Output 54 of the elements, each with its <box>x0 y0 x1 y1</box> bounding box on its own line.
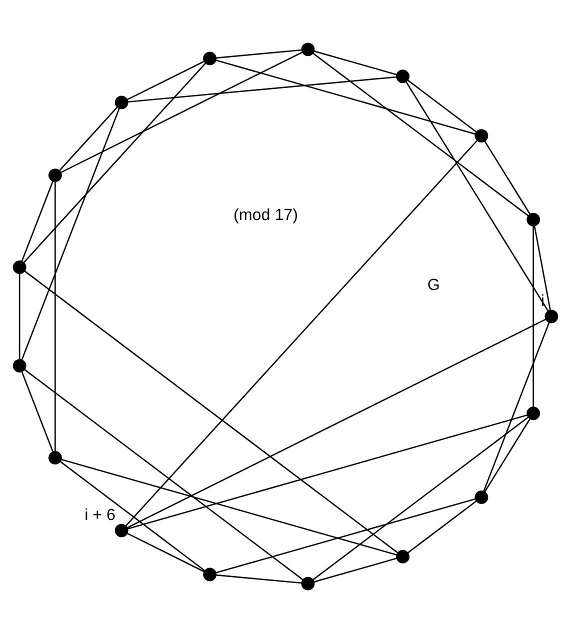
connector <box>21 370 54 452</box>
connector <box>216 498 476 573</box>
node-circle <box>48 168 62 182</box>
node-circle <box>301 576 315 590</box>
connector <box>484 418 530 492</box>
node-circle <box>396 69 410 83</box>
label: G <box>427 275 440 294</box>
node-circle <box>114 523 128 537</box>
connector <box>54 181 56 451</box>
node-circle <box>48 450 62 464</box>
connector <box>312 52 529 216</box>
connector <box>126 140 478 526</box>
connector <box>23 62 206 262</box>
connector <box>127 532 205 572</box>
node-circle <box>301 42 315 56</box>
connector <box>127 60 205 100</box>
label: (mod 17) <box>234 205 298 224</box>
node-circle <box>12 260 26 274</box>
connector <box>216 59 476 134</box>
connector <box>534 225 551 310</box>
connector <box>406 81 549 311</box>
connector <box>21 180 54 261</box>
connector <box>216 574 302 584</box>
connector <box>532 226 534 407</box>
connector <box>24 368 304 580</box>
connector <box>408 79 477 132</box>
node-circle <box>526 212 540 226</box>
connector <box>18 272 20 359</box>
node-circle <box>12 358 26 372</box>
node-circle <box>396 549 410 563</box>
node-circle <box>203 51 217 65</box>
connector <box>24 270 398 553</box>
node-label: i + 6 <box>84 505 116 524</box>
connector <box>312 416 529 580</box>
connector <box>128 76 397 102</box>
connector <box>483 322 550 492</box>
connector <box>59 106 118 170</box>
node-circle <box>526 406 540 420</box>
connector <box>484 140 531 214</box>
connector <box>21 108 120 360</box>
connector <box>314 50 398 75</box>
node-circle <box>474 490 488 504</box>
connector <box>60 460 206 571</box>
connector <box>216 48 302 58</box>
connector <box>127 318 546 528</box>
connector <box>314 557 398 582</box>
connector <box>127 414 528 530</box>
connector <box>61 458 397 556</box>
node-circle <box>544 309 558 323</box>
node-circle <box>474 128 488 142</box>
node-circle <box>114 95 128 109</box>
connector <box>60 51 303 173</box>
node-circle <box>203 567 217 581</box>
connector <box>407 500 477 553</box>
